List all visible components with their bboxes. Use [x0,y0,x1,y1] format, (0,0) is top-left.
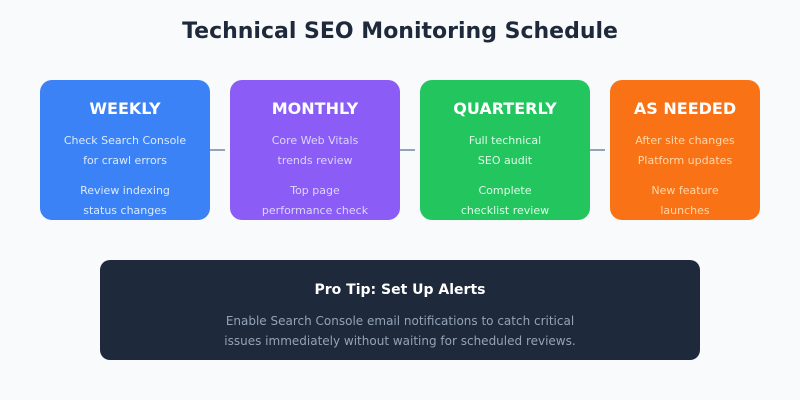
card-text: trends review [277,154,353,167]
card-text: for crawl errors [83,154,167,167]
pro-tip-text: issues immediately without waiting for s… [224,334,576,348]
pro-tip-text: Enable Search Console email notification… [225,314,575,328]
pro-tip-title: Pro Tip: Set Up Alerts [314,282,486,298]
card-title: WEEKLY [89,99,161,118]
card-quarterly: QUARTERLY Full technical SEO audit Compl… [420,80,590,220]
pro-tip-panel: Pro Tip: Set Up Alerts Enable Search Con… [100,260,700,360]
connector-line [400,149,415,151]
card-text: New feature [651,184,719,197]
card-text: checklist review [460,204,550,217]
card-text: Complete [478,184,532,197]
card-weekly: WEEKLY Check Search Console for crawl er… [40,80,210,220]
card-text: status changes [83,204,167,217]
card-text: Platform updates [637,154,733,167]
page-title: Technical SEO Monitoring Schedule [182,19,618,44]
card-text: launches [660,204,710,217]
connector-line [210,149,225,151]
card-text: performance check [261,204,369,217]
card-text: After site changes [635,134,735,147]
card-text: Review indexing [80,184,170,197]
connector-line [590,149,605,151]
card-text: SEO audit [477,154,533,167]
card-title: QUARTERLY [453,99,557,118]
card-title: AS NEEDED [633,99,737,118]
card-monthly: MONTHLY Core Web Vitals trends review To… [230,80,400,220]
card-title: MONTHLY [271,99,359,118]
card-text: Core Web Vitals [271,134,359,147]
card-text: Check Search Console [63,134,187,147]
card-text: Top page [290,184,340,197]
card-as-needed: AS NEEDED After site changes Platform up… [610,80,760,220]
card-text: Full technical [468,134,542,147]
